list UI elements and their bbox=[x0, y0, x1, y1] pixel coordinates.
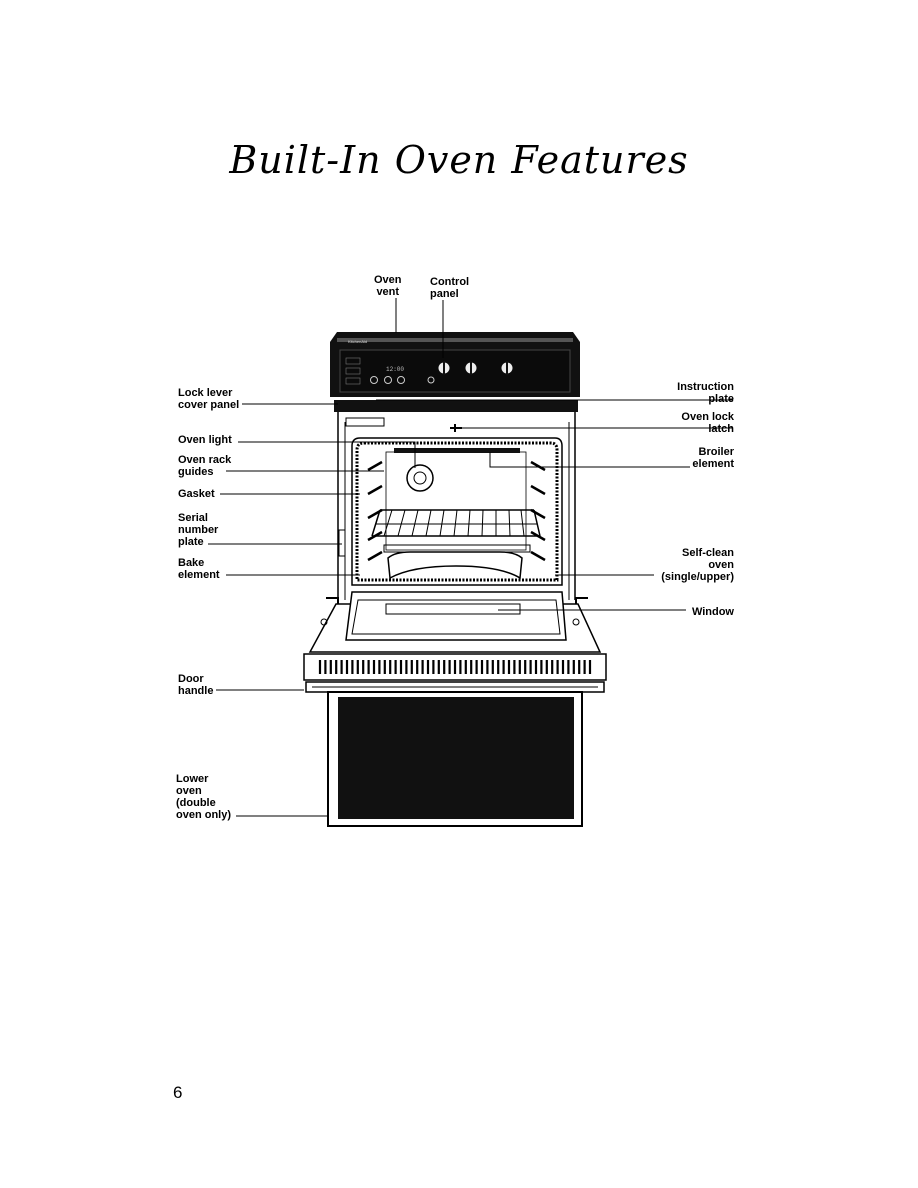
knob-1 bbox=[438, 361, 450, 375]
knob-3 bbox=[501, 361, 513, 375]
open-door bbox=[303, 591, 607, 693]
panel-clock: 12:00 bbox=[386, 366, 404, 373]
label-gasket: Gasket bbox=[178, 488, 215, 500]
label-oven-light: Oven light bbox=[178, 434, 232, 446]
panel-brand: KitchenAid bbox=[348, 339, 367, 344]
page-title: Built-In Oven Features bbox=[229, 138, 689, 182]
knob-2 bbox=[465, 361, 477, 375]
lower-oven bbox=[327, 691, 583, 827]
control-panel: KitchenAid 12:00 bbox=[330, 332, 580, 397]
label-window: Window bbox=[691, 606, 734, 618]
upper-oven-cabinet bbox=[334, 400, 578, 600]
leader-lines bbox=[208, 298, 733, 817]
door-vent-slots bbox=[318, 660, 592, 674]
page-number: 6 bbox=[173, 1083, 183, 1102]
